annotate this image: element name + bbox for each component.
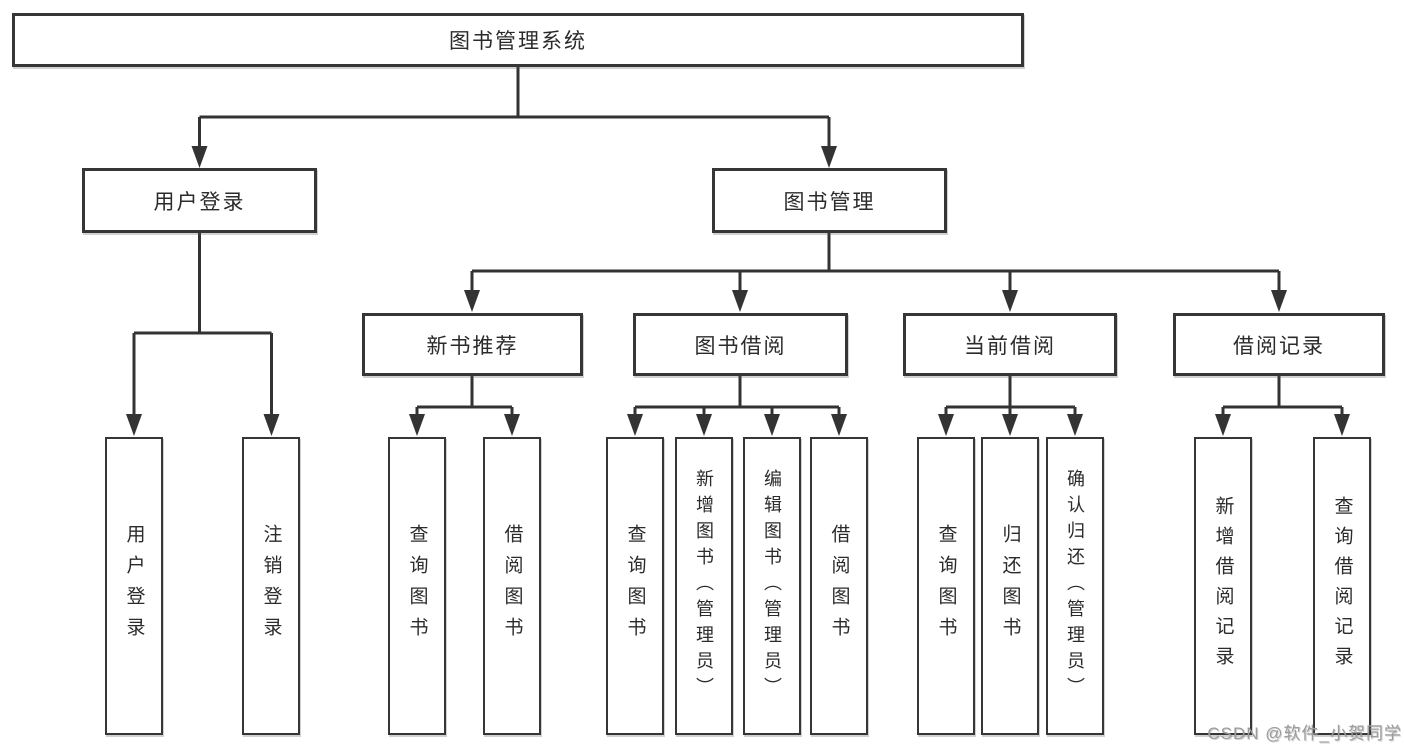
- node-new-book-recommendation: 新书推荐: [362, 313, 583, 376]
- leaf-borrowing-borrow-books: 借阅图书: [810, 437, 868, 735]
- node-label: 新增借阅记录: [1212, 496, 1234, 676]
- node-book-borrowing: 图书借阅: [633, 313, 848, 376]
- node-label: 新书推荐: [426, 334, 519, 358]
- leaf-borrowing-edit-books-admin: 编辑图书（管理员）: [743, 437, 801, 735]
- node-label: 借阅图书: [501, 524, 523, 648]
- leaf-borrowing-add-books-admin: 新增图书（管理员）: [675, 437, 733, 735]
- node-label: 编辑图书（管理员）: [762, 469, 782, 703]
- leaf-newbook-borrow-books: 借阅图书: [483, 437, 541, 735]
- leaf-logout: 注销登录: [242, 437, 300, 735]
- leaf-records-add-borrow-record: 新增借阅记录: [1194, 437, 1252, 735]
- node-label: 查询图书: [624, 524, 646, 648]
- node-label: 图书管理: [783, 190, 876, 214]
- node-borrowing-records: 借阅记录: [1173, 313, 1385, 376]
- node-label: 借阅记录: [1233, 334, 1325, 358]
- leaf-current-confirm-return-admin: 确认归还（管理员）: [1046, 437, 1104, 735]
- node-label: 用户登录: [123, 524, 145, 648]
- leaf-newbook-query-books: 查询图书: [388, 437, 446, 735]
- node-label: 用户登录: [153, 190, 246, 214]
- leaf-user-login: 用户登录: [105, 437, 163, 735]
- node-label: 图书借阅: [694, 334, 787, 358]
- node-label: 归还图书: [999, 524, 1021, 648]
- node-current-borrowing: 当前借阅: [903, 313, 1117, 376]
- node-label: 查询图书: [406, 524, 428, 648]
- node-label: 新增图书（管理员）: [694, 469, 714, 703]
- node-book-management: 图书管理: [712, 168, 947, 233]
- watermark: CSDN @软件_小贺同学: [1207, 724, 1402, 743]
- node-user-login: 用户登录: [82, 168, 317, 233]
- node-label: 查询借阅记录: [1331, 496, 1353, 676]
- node-label: 查询图书: [935, 524, 957, 648]
- node-label: 图书管理系统: [449, 30, 587, 53]
- node-label: 注销登录: [260, 524, 282, 648]
- node-label: 借阅图书: [828, 524, 850, 648]
- leaf-borrowing-query-books: 查询图书: [606, 437, 664, 735]
- leaf-records-query-borrow-record: 查询借阅记录: [1313, 437, 1371, 735]
- node-library-management-system: 图书管理系统: [12, 13, 1024, 67]
- leaf-current-return-books: 归还图书: [981, 437, 1039, 735]
- node-label: 确认归还（管理员）: [1065, 469, 1085, 703]
- leaf-current-query-books: 查询图书: [917, 437, 975, 735]
- node-label: 当前借阅: [964, 334, 1056, 358]
